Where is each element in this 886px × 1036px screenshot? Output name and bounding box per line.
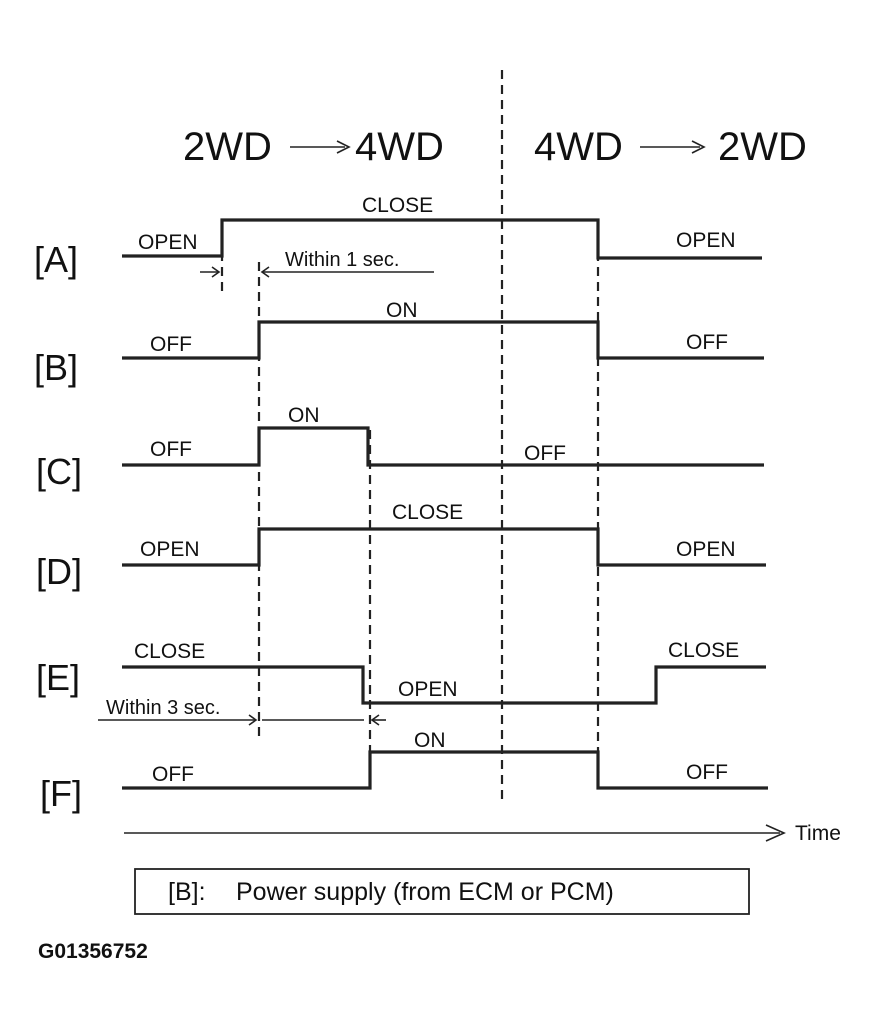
row-f-state-before: OFF — [152, 763, 194, 786]
row-b: [B] OFF ON OFF — [34, 299, 764, 388]
row-f-waveform — [122, 750, 768, 790]
row-d: [D] OPEN CLOSE OPEN — [36, 501, 766, 592]
heading-left-from: 2WD — [183, 125, 272, 169]
within-1-right-arrowhead — [260, 266, 270, 278]
time-axis-arrowhead — [765, 824, 786, 842]
within-1-sec-note: Within 1 sec. — [285, 249, 399, 271]
row-c-state-after: OFF — [524, 442, 566, 465]
row-a-state-before: OPEN — [138, 231, 198, 254]
within-3-sec-note: Within 3 sec. — [106, 697, 220, 719]
row-d-waveform — [122, 527, 766, 567]
row-b-label: [B] — [34, 347, 78, 388]
within-3-right-arrowhead — [370, 714, 380, 726]
row-c-label: [C] — [36, 451, 82, 492]
row-b-state-before: OFF — [150, 333, 192, 356]
row-f-state-after: OFF — [686, 761, 728, 784]
row-c-state-before: OFF — [150, 438, 192, 461]
time-axis-label: Time — [795, 822, 841, 845]
row-f-label: [F] — [40, 773, 82, 814]
legend-border — [134, 868, 750, 915]
time-axis: Time — [124, 822, 841, 845]
row-e-state-during: OPEN — [398, 678, 458, 701]
figure-id: G01356752 — [38, 940, 148, 963]
row-d-state-after: OPEN — [676, 538, 736, 561]
within-3-left-arrowhead — [248, 714, 258, 726]
heading-right-to: 2WD — [718, 125, 807, 169]
heading-right: 4WD 2WD — [534, 125, 807, 169]
row-f-state-during: ON — [414, 729, 446, 752]
heading-left-to: 4WD — [355, 125, 444, 169]
row-c-state-during: ON — [288, 404, 320, 427]
legend-text: Power supply (from ECM or PCM) — [236, 878, 614, 906]
legend-box: [B]: Power supply (from ECM or PCM) — [134, 868, 750, 915]
row-b-state-after: OFF — [686, 331, 728, 354]
row-e-state-after: CLOSE — [668, 639, 739, 662]
within-1-left-arrowhead — [211, 266, 221, 278]
row-e-label: [E] — [36, 657, 80, 698]
row-e: [E] CLOSE OPEN CLOSE Within 3 sec. — [36, 639, 766, 726]
row-b-waveform — [122, 320, 764, 360]
heading-left: 2WD 4WD — [183, 125, 444, 169]
heading-right-arrowhead — [691, 140, 706, 154]
row-a: [A] OPEN CLOSE OPEN Within 1 sec. — [34, 194, 762, 280]
row-a-state-after: OPEN — [676, 229, 736, 252]
row-e-state-before: CLOSE — [134, 640, 205, 663]
row-d-state-before: OPEN — [140, 538, 200, 561]
row-f: [F] OFF ON OFF — [40, 729, 768, 814]
row-b-state-during: ON — [386, 299, 418, 322]
legend-key: [B]: — [168, 878, 206, 906]
row-d-label: [D] — [36, 551, 82, 592]
row-c: [C] OFF ON OFF — [36, 404, 764, 492]
row-a-waveform — [122, 218, 762, 260]
row-a-state-during: CLOSE — [362, 194, 433, 217]
heading-left-arrowhead — [336, 140, 351, 154]
heading-right-from: 4WD — [534, 125, 623, 169]
row-d-state-during: CLOSE — [392, 501, 463, 524]
row-e-waveform — [122, 665, 766, 705]
row-c-waveform — [122, 426, 764, 467]
row-a-label: [A] — [34, 239, 78, 280]
